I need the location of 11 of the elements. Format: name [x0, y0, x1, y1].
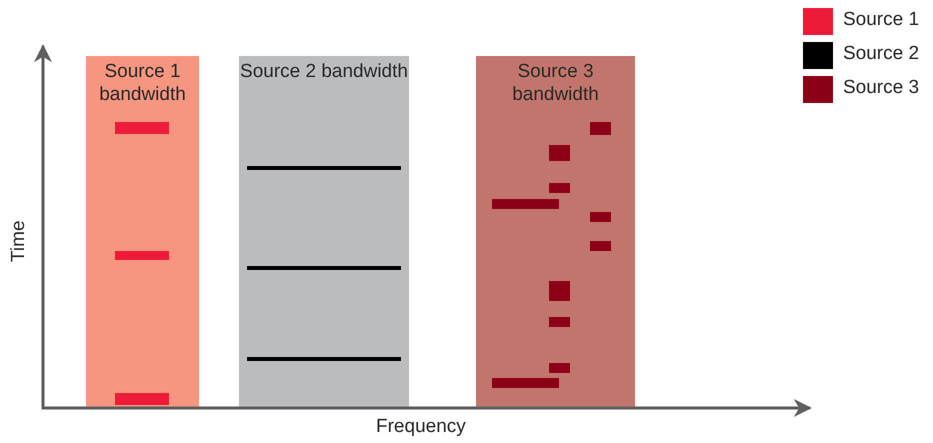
frequency-band [476, 56, 635, 409]
band-label: Source 2 bandwidth [239, 60, 409, 83]
legend-label: Source 3 [843, 77, 920, 99]
legend-label: Source 1 [843, 9, 920, 31]
frequency-band [86, 56, 199, 409]
axis-title: Time [8, 220, 30, 262]
legend-label: Source 2 [843, 43, 920, 65]
band-label: Source 1 bandwidth [98, 60, 187, 106]
frequency-band [239, 56, 409, 409]
axis-title: Frequency [376, 416, 466, 438]
band-label: Source 3 bandwidth [511, 60, 600, 106]
